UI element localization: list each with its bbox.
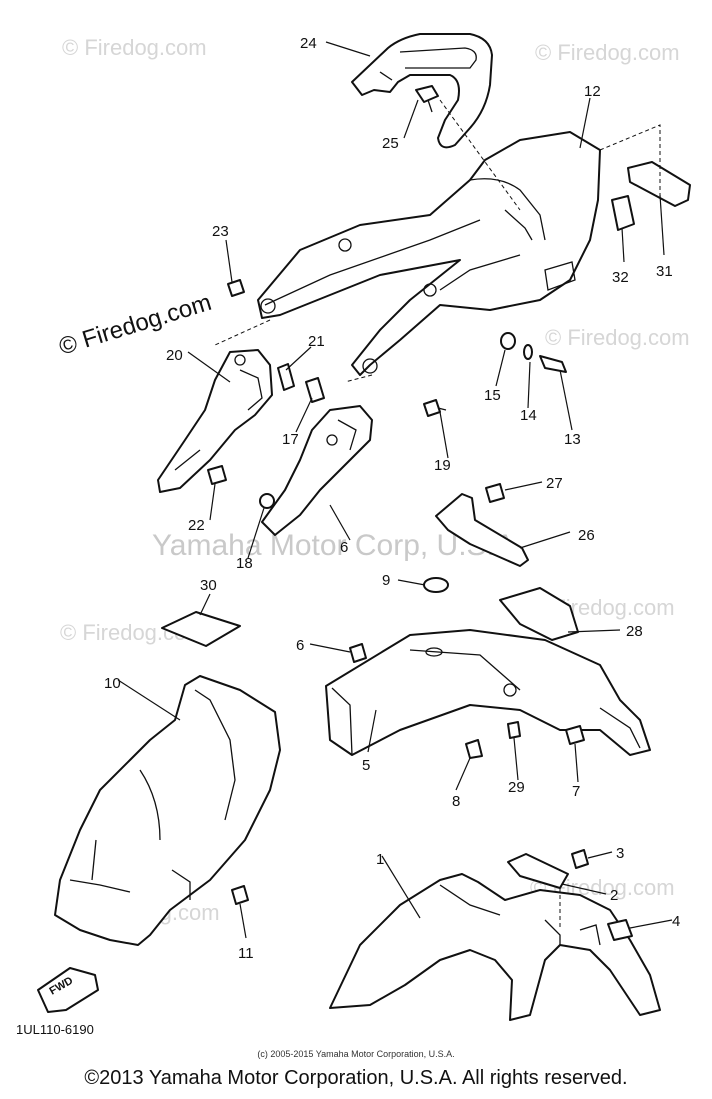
callout-11: 11	[238, 945, 254, 962]
callout-17: 17	[282, 431, 299, 448]
part-17-damper	[305, 377, 325, 403]
watermark-mid-right: © Firedog.com	[545, 325, 690, 350]
part-6-bolt	[349, 643, 367, 663]
part-5-rear-fender	[325, 629, 651, 756]
part-1-front-fender	[329, 873, 661, 1021]
callout-9: 9	[382, 572, 390, 589]
callout-29: 29	[508, 779, 525, 796]
callout-13: 13	[564, 431, 581, 448]
callouts: 24 25 12 31 32 23 20 21 17 22 18 6 19 15…	[104, 35, 680, 962]
part-21-damper	[277, 363, 295, 391]
part-25-bolt	[415, 85, 439, 113]
part-9-grommet	[423, 577, 449, 593]
part-15-collar	[500, 332, 516, 350]
part-22-nut	[207, 465, 227, 485]
callout-8: 8	[452, 793, 460, 810]
part-18-washer	[259, 493, 275, 509]
part-27-bolt	[485, 483, 505, 503]
callout-24: 24	[300, 35, 317, 52]
callout-1: 1	[376, 851, 384, 868]
part-8-grommet	[465, 739, 483, 759]
callout-6-lower: 6	[296, 637, 304, 654]
dash-6	[344, 374, 373, 383]
dash-31	[599, 124, 661, 200]
callout-22: 22	[188, 517, 205, 534]
callout-4: 4	[672, 913, 680, 930]
watermark-top-left: © Firedog.com	[62, 35, 207, 60]
part-11-bolt	[231, 885, 249, 905]
part-4-nut	[607, 919, 633, 941]
part-26-bracket	[435, 493, 529, 567]
callout-23: 23	[212, 223, 229, 240]
leader-lines	[117, 41, 673, 939]
part-6-bracket	[261, 405, 373, 536]
callout-6-upper: 6	[340, 539, 348, 556]
source-line: (c) 2005-2015 Yamaha Motor Corporation, …	[257, 1049, 455, 1059]
fwd-arrow-icon: FWD	[37, 967, 99, 1013]
part-13-bolt	[539, 355, 567, 373]
part-14-washer	[523, 344, 533, 360]
watermark-dark: © Firedog.com	[56, 289, 215, 361]
callout-18: 18	[236, 555, 253, 572]
callout-3: 3	[616, 845, 624, 862]
callout-20: 20	[166, 347, 183, 364]
callout-7: 7	[572, 783, 580, 800]
callout-10: 10	[104, 675, 121, 692]
part-29-screw	[507, 721, 521, 739]
callout-12: 12	[584, 83, 601, 100]
callout-15: 15	[484, 387, 501, 404]
callout-26: 26	[578, 527, 595, 544]
part-32-block	[611, 195, 635, 231]
callout-19: 19	[434, 457, 451, 474]
part-3-bolt	[571, 849, 589, 869]
part-10-inner-fender	[54, 675, 281, 946]
dash-25	[439, 99, 521, 211]
part-19-bolt	[423, 399, 447, 417]
callout-28: 28	[626, 623, 643, 640]
callout-32: 32	[612, 269, 629, 286]
part-24-grab-bar	[351, 33, 493, 149]
callout-25: 25	[382, 135, 399, 152]
part-2-bracket	[507, 853, 569, 889]
part-7-bolt	[565, 725, 585, 745]
callout-14: 14	[520, 407, 537, 424]
part-23-bolt	[227, 279, 245, 297]
callout-2: 2	[610, 887, 618, 904]
part-20-bracket	[157, 349, 273, 493]
callout-21: 21	[308, 333, 325, 350]
copyright-notice: ©2013 Yamaha Motor Corporation, U.S.A. A…	[84, 1067, 628, 1089]
callout-27: 27	[546, 475, 563, 492]
part-31-block	[627, 161, 691, 207]
callout-5: 5	[362, 757, 370, 774]
part-30-sheet	[161, 611, 241, 647]
callout-30: 30	[200, 577, 217, 594]
callout-31: 31	[656, 263, 673, 280]
part-12-rear-frame	[257, 131, 601, 376]
watermark-top-right: © Firedog.com	[535, 40, 680, 65]
figure-code: 1UL110-6190	[16, 1022, 94, 1037]
dash-20	[214, 319, 271, 346]
